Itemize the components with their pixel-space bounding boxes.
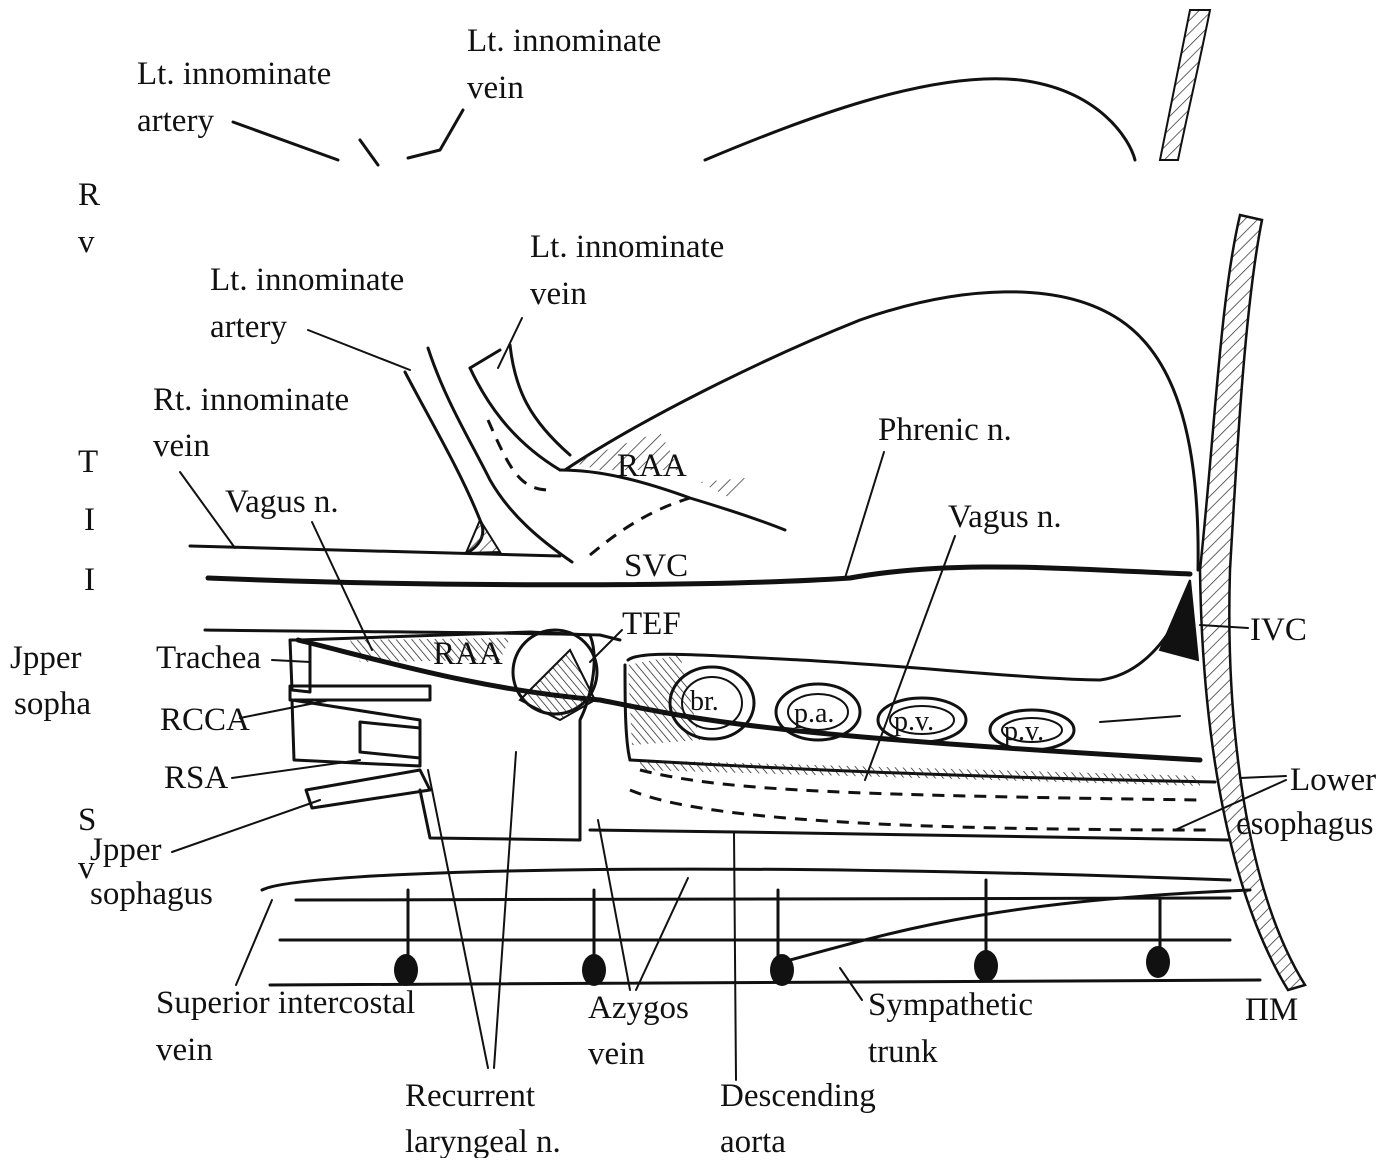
ghost-lt-innominate-artery-line2: artery xyxy=(137,103,214,139)
posterior-wall-top xyxy=(262,869,1230,890)
recurrent-laryngeal-line2: laryngeal n. xyxy=(405,1124,561,1158)
svc-line xyxy=(208,567,1190,585)
pa-label: p.a. xyxy=(794,698,834,729)
rt-innominate-vein-line xyxy=(190,546,560,556)
tef-label: TEF xyxy=(622,606,681,642)
upper-esophagus-label-line1: Jpper xyxy=(90,832,161,868)
lt-innominate-artery-line2: artery xyxy=(210,309,287,345)
lower-esophagus-leader-a xyxy=(1240,776,1286,778)
left-strip-6: sopha xyxy=(14,686,91,722)
superior-intercostal-leader xyxy=(236,900,272,985)
sympathetic-trunk-line1: Sympathetic xyxy=(868,987,1033,1023)
ivc-shape xyxy=(1160,580,1198,660)
sympathetic-trunk-line2: trunk xyxy=(868,1034,938,1070)
ghost-lt-innominate-artery-line1: Lt. innominate xyxy=(137,56,331,92)
rcca-leader xyxy=(240,700,330,718)
trachea-leader xyxy=(272,660,310,662)
lt-innominate-artery-edge-b xyxy=(405,372,483,553)
intercostal-bottom-line xyxy=(270,980,1260,985)
ghost-artery-leader xyxy=(233,122,338,160)
phrenic-label: Phrenic n. xyxy=(878,412,1012,448)
lt-innominate-vein-line2: vein xyxy=(530,276,587,312)
recurrent-leader-b xyxy=(494,752,516,1068)
left-strip-2: T xyxy=(78,444,98,480)
lower-esophagus-hatch xyxy=(640,760,1200,786)
descending-aorta-line1: Descending xyxy=(720,1078,876,1114)
rsa-label: RSA xyxy=(164,760,228,796)
ghost-lt-innominate-vein-line2: vein xyxy=(467,70,524,106)
vein-dashed-2 xyxy=(590,498,690,555)
left-strip-1: v xyxy=(78,224,95,260)
superior-intercostal-vein-line1: Superior intercostal xyxy=(156,985,415,1021)
lower-esophagus-label-line2: esophagus xyxy=(1236,806,1373,842)
vagus-right-label: Vagus n. xyxy=(948,499,1062,535)
ghost-chest-wall xyxy=(1160,10,1210,160)
azygos-vein-line1: Azygos xyxy=(588,990,689,1026)
svc-label: SVC xyxy=(624,548,688,584)
azygos-vein-line2: vein xyxy=(588,1036,645,1072)
recurrent-laryngeal-line1: Recurrent xyxy=(405,1078,535,1114)
ivc-label: IVC xyxy=(1250,612,1307,648)
recurrent-leader-a xyxy=(428,770,488,1068)
ganglion-1 xyxy=(394,954,418,986)
sympathetic-branch xyxy=(790,890,1250,960)
left-strip: R v T I I Jpper sopha S v xyxy=(10,177,100,886)
trachea-label: Trachea xyxy=(156,640,261,676)
raa-upper-label: RAA xyxy=(617,448,687,484)
chest-wall xyxy=(1200,215,1305,990)
ganglion-3 xyxy=(770,954,794,986)
lt-innominate-vein-edge-a xyxy=(470,368,560,470)
lower-esophagus-tick xyxy=(1100,716,1180,722)
lt-innominate-artery-leader xyxy=(308,330,410,370)
lt-innominate-vein-leader xyxy=(498,318,522,368)
ghost-lt-innominate-vein-line1: Lt. innominate xyxy=(467,23,661,59)
rt-innominate-vein-line1: Rt. innominate xyxy=(153,382,349,418)
sympathetic-leader xyxy=(840,968,862,1000)
left-strip-5: Jpper xyxy=(10,640,81,676)
artist-signature: ΠM xyxy=(1245,992,1298,1028)
ghost-vein-leader xyxy=(408,110,463,158)
left-strip-0: R xyxy=(78,177,100,213)
upper-esophagus-leader xyxy=(172,800,320,852)
pv2-label: p.v. xyxy=(1004,716,1044,747)
vagus-left-label: Vagus n. xyxy=(225,484,339,520)
ghost-artery-stub xyxy=(360,140,378,165)
raa-hatch-2 xyxy=(700,478,745,498)
lt-innominate-artery-line1: Lt. innominate xyxy=(210,262,404,298)
phrenic-leader xyxy=(845,452,884,578)
trachea-cut xyxy=(290,640,310,692)
lt-innominate-vein-cap xyxy=(470,350,500,368)
ganglion-2 xyxy=(582,954,606,986)
azygos-leader-b xyxy=(636,878,688,990)
artery-base-hatch xyxy=(466,520,500,553)
vein-dashed-1 xyxy=(488,420,550,490)
pv1-label: p.v. xyxy=(894,706,934,737)
descending-aorta-line xyxy=(590,830,1230,840)
left-strip-3: I xyxy=(84,502,95,538)
ganglion-5 xyxy=(1146,946,1170,978)
descending-aorta-line2: aorta xyxy=(720,1124,786,1158)
rcca-label: RCCA xyxy=(160,702,250,738)
rsa-leader xyxy=(232,760,360,778)
rsa-band xyxy=(360,722,420,758)
lt-innominate-vein-line1: Lt. innominate xyxy=(530,229,724,265)
ghost-heart-outline xyxy=(705,79,1135,160)
ghost-strip: Lt. innominate artery Lt. innominate vei… xyxy=(137,10,1210,165)
ganglion-4 xyxy=(974,950,998,982)
left-strip-4: I xyxy=(84,562,95,598)
lower-esophagus-label-line1: Lower xyxy=(1290,762,1376,798)
superior-intercostal-vein-line2: vein xyxy=(156,1032,213,1068)
raa-lower-label: RAA xyxy=(433,636,503,672)
rt-innominate-vein-line2: vein xyxy=(153,428,210,464)
esophagus-lower-band xyxy=(306,770,430,808)
upper-esophagus-label-line2: sophagus xyxy=(90,876,213,912)
br-label: br. xyxy=(690,686,719,717)
